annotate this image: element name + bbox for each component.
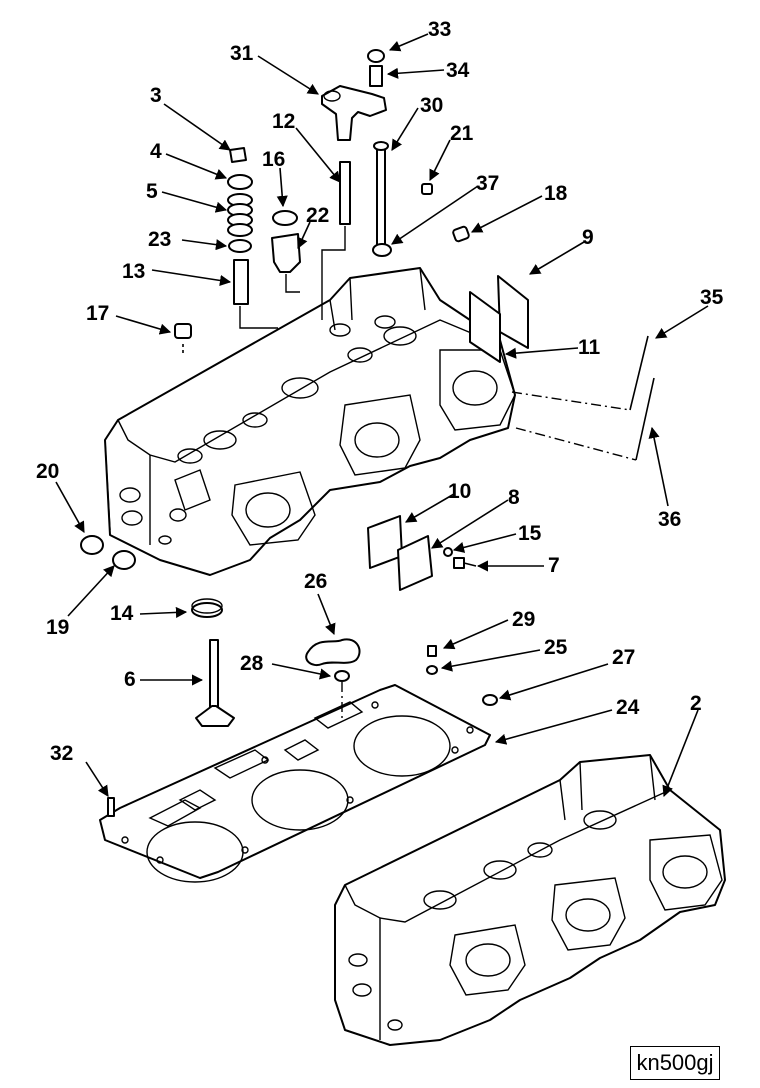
valve-spring <box>227 193 253 237</box>
plug-20 <box>80 535 104 555</box>
callout-35: 35 <box>700 286 724 309</box>
adjusting-nut <box>367 49 385 87</box>
seal-ring <box>372 243 392 257</box>
valve-guide <box>233 259 249 305</box>
callout-17: 17 <box>86 302 109 325</box>
callout-36: 36 <box>658 508 681 531</box>
dowel-32 <box>107 797 115 817</box>
callout-4: 4 <box>150 140 162 163</box>
callout-20: 20 <box>36 460 59 483</box>
stud-35 <box>629 335 649 411</box>
washer-15 <box>443 547 453 557</box>
capscrew-7 <box>453 557 477 569</box>
o-ring-25 <box>426 665 438 675</box>
o-ring-16 <box>272 210 298 226</box>
cover-plate <box>497 275 529 349</box>
cover-gasket <box>469 291 501 363</box>
plug-21 <box>421 183 433 195</box>
gasket-10 <box>367 515 403 569</box>
callout-25: 25 <box>544 636 568 659</box>
rocker-lever <box>321 85 387 141</box>
valve <box>195 639 235 727</box>
stud-36 <box>635 377 655 461</box>
dowel-29 <box>427 645 437 657</box>
callout-34: 34 <box>446 59 470 82</box>
callout-14: 14 <box>110 602 134 625</box>
injector-sleeve <box>271 233 301 273</box>
cover-8 <box>397 535 433 591</box>
cylinder-head-lower <box>334 754 726 1046</box>
callout-10: 10 <box>448 480 471 503</box>
callout-32: 32 <box>50 742 73 765</box>
callout-21: 21 <box>450 122 474 145</box>
callout-31: 31 <box>230 42 254 65</box>
callout-labels: 33 31 34 30 3 12 21 16 37 18 4 5 22 23 9… <box>36 18 724 765</box>
cylinder-head-upper <box>104 267 516 576</box>
callout-9: 9 <box>582 226 594 249</box>
callout-16: 16 <box>262 148 285 171</box>
callout-6: 6 <box>124 668 136 691</box>
callout-11: 11 <box>578 336 601 359</box>
callout-19: 19 <box>46 616 69 639</box>
callout-arrows <box>55 33 709 798</box>
callout-3: 3 <box>150 84 162 107</box>
callout-24: 24 <box>616 696 640 719</box>
valve-keepers <box>229 147 247 163</box>
valve-seat-insert <box>191 598 223 618</box>
rod-12 <box>339 161 351 225</box>
callout-29: 29 <box>512 608 535 631</box>
callout-7: 7 <box>548 554 560 577</box>
callout-2: 2 <box>690 692 702 715</box>
callout-5: 5 <box>146 180 158 203</box>
spring-retainer <box>227 174 253 190</box>
plug-19 <box>112 550 136 570</box>
push-rod <box>373 141 389 247</box>
callout-23: 23 <box>148 228 171 251</box>
plug-17 <box>174 323 192 354</box>
figure-code: kn500gj <box>630 1046 720 1080</box>
callout-18: 18 <box>544 182 568 205</box>
o-ring-28 <box>334 670 350 682</box>
callout-13: 13 <box>122 260 145 283</box>
callout-30: 30 <box>420 94 443 117</box>
callout-28: 28 <box>240 652 264 675</box>
seal-26 <box>305 638 361 666</box>
callout-26: 26 <box>304 570 327 593</box>
callout-8: 8 <box>508 486 520 509</box>
o-ring-27 <box>482 694 498 706</box>
callout-37: 37 <box>476 172 499 195</box>
callout-27: 27 <box>612 646 635 669</box>
callout-22: 22 <box>306 204 329 227</box>
plug-18 <box>452 225 470 243</box>
callout-12: 12 <box>272 110 295 133</box>
callout-33: 33 <box>428 18 451 41</box>
head-gasket <box>99 684 491 883</box>
spring-seat <box>228 239 252 253</box>
callout-15: 15 <box>518 522 542 545</box>
